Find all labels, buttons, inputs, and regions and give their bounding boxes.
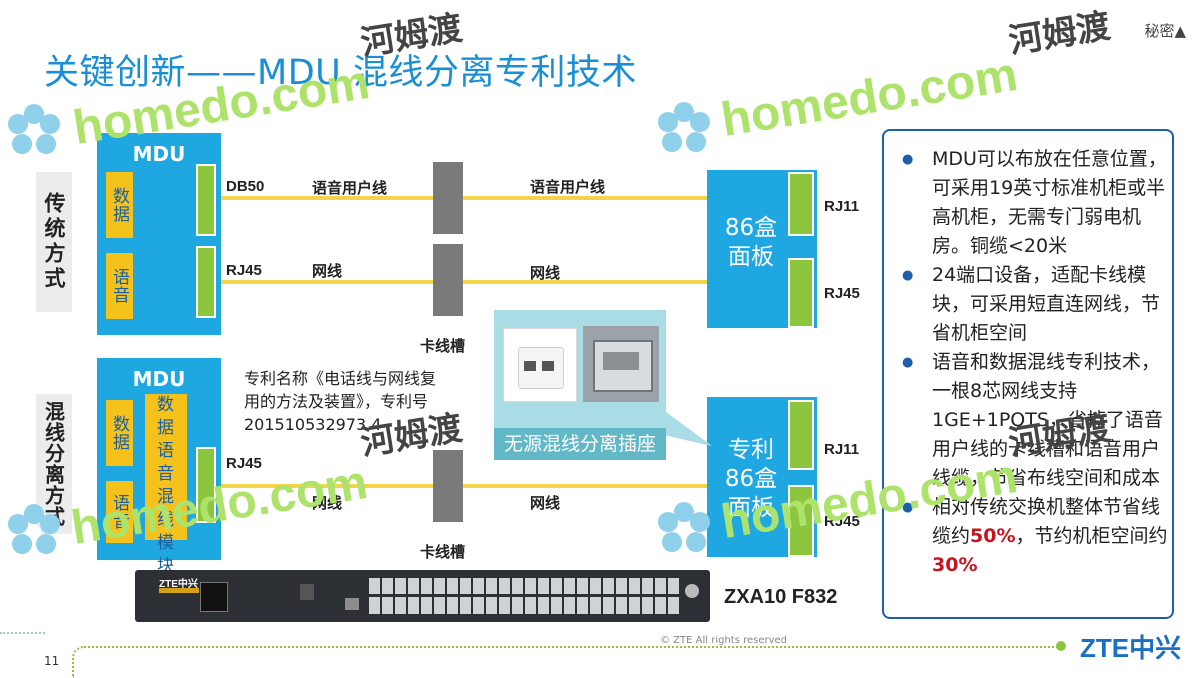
rj45-label: RJ45 bbox=[824, 285, 860, 302]
cable-trough bbox=[433, 244, 463, 316]
mdu-title: MDU bbox=[132, 367, 186, 391]
socket-label: 无源混线分离插座 bbox=[494, 428, 666, 460]
rj45-port bbox=[788, 258, 814, 328]
device-name: ZXA10 F832 bbox=[724, 586, 838, 608]
voice-user-line bbox=[221, 196, 709, 200]
benefit-text: ，节约机柜空间约 bbox=[1015, 525, 1168, 547]
rj11-label: RJ11 bbox=[824, 441, 860, 458]
zte-logo: ZTE中兴 bbox=[1080, 633, 1182, 663]
footer-left-line bbox=[0, 632, 45, 634]
db50-port bbox=[196, 164, 216, 236]
watermark-flower-icon bbox=[8, 504, 60, 554]
hybrid-data-box: 数据 bbox=[106, 400, 133, 466]
watermark-flower-icon bbox=[658, 102, 710, 152]
traditional-voice-box: 语音 bbox=[106, 253, 133, 319]
footer-dot bbox=[1056, 641, 1066, 651]
network-line bbox=[221, 280, 709, 284]
net-line-label: 网线 bbox=[530, 265, 561, 282]
watermark-text: 河姆渡 bbox=[1006, 6, 1114, 62]
watermark-flower-icon bbox=[8, 104, 60, 154]
copyright: © ZTE All rights reserved bbox=[660, 635, 788, 646]
rj11-label: RJ11 bbox=[824, 198, 860, 215]
panel-label: 86盒面板 bbox=[724, 215, 778, 270]
page-title: 关键创新——MDU 混线分离专利技术 bbox=[44, 53, 637, 93]
device-image: ZTE中兴 bbox=[135, 570, 710, 622]
net-line-label: 网线 bbox=[530, 495, 561, 512]
benefit-text: 相对传统交换机整体节省线缆约 bbox=[932, 496, 1161, 547]
cable-trough-label: 卡线槽 bbox=[420, 338, 466, 355]
cabinet-saving-percent: 30% bbox=[932, 554, 978, 576]
device-brand: ZTE中兴 bbox=[159, 579, 198, 590]
rj45-port bbox=[196, 246, 216, 318]
rj11-port bbox=[788, 172, 814, 236]
benefit-item: 24端口设备，适配卡线模块，可采用短直连网线，节省机柜空间 bbox=[884, 261, 1172, 348]
benefit-item: MDU可以布放在任意位置，可采用19英寸标准机柜或半高机柜，无需专门弱电机房。铜… bbox=[884, 145, 1172, 261]
rj45-port bbox=[788, 485, 814, 557]
rj11-port bbox=[788, 400, 814, 470]
voice-line-label: 语音用户线 bbox=[312, 180, 388, 197]
panel-label: 专利86盒面板 bbox=[724, 437, 778, 521]
traditional-side-label: 传统方式 bbox=[36, 172, 72, 312]
benefit-item: 语音和数据混线专利技术，一根8芯网线支持1GE+1POTS，省掉了语音用户线的卡… bbox=[884, 348, 1172, 493]
voice-line-label: 语音用户线 bbox=[530, 179, 606, 196]
net-line-label: 网线 bbox=[312, 263, 343, 280]
cable-trough-label: 卡线槽 bbox=[420, 544, 466, 561]
benefits-panel: MDU可以布放在任意位置，可采用19英寸标准机柜或半高机柜，无需专门弱电机房。铜… bbox=[882, 129, 1174, 619]
cable-trough bbox=[433, 450, 463, 522]
watermark-flower-icon bbox=[658, 502, 710, 552]
net-line-label: 网线 bbox=[312, 495, 343, 512]
rj45-label: RJ45 bbox=[226, 455, 262, 472]
socket-back-image bbox=[583, 326, 659, 402]
network-line bbox=[221, 484, 709, 488]
patent-note: 专利名称《电话线与网线复用的方法及装置》，专利号201510532973.4 bbox=[244, 369, 437, 434]
hybrid-voice-box: 语音 bbox=[106, 481, 133, 543]
socket-front-image bbox=[503, 328, 577, 402]
page-number: 11 bbox=[44, 654, 60, 668]
benefit-item: 相对传统交换机整体节省线缆约50%，节约机柜空间约 30% bbox=[884, 493, 1172, 580]
db50-label: DB50 bbox=[226, 178, 265, 195]
cable-trough bbox=[433, 162, 463, 234]
rj45-label: RJ45 bbox=[226, 262, 262, 279]
rj45-label: RJ45 bbox=[824, 513, 860, 530]
rj45-port bbox=[196, 447, 216, 523]
footer-divider bbox=[72, 646, 1064, 678]
benefits-list: MDU可以布放在任意位置，可采用19英寸标准机柜或半高机柜，无需专门弱电机房。铜… bbox=[884, 145, 1172, 580]
traditional-data-box: 数据 bbox=[106, 172, 133, 238]
classification-label: 秘密▲ bbox=[1144, 22, 1186, 40]
cable-saving-percent: 50% bbox=[970, 525, 1016, 547]
mdu-title: MDU bbox=[132, 142, 186, 166]
